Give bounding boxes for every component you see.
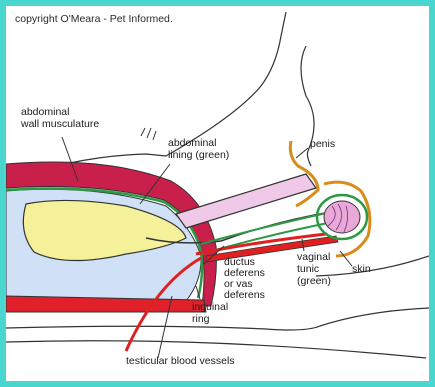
label-inguinal-line1: inguinal: [192, 301, 228, 313]
hair-tuft: [141, 128, 156, 140]
testis: [324, 201, 360, 233]
label-penis: penis: [310, 138, 335, 150]
label-ductus-line4: deferens: [224, 289, 265, 301]
anatomy-diagram: abdominal wall musculature abdominal lin…: [6, 6, 429, 381]
label-skin: skin: [352, 263, 371, 275]
label-vaginal-tunic-line2: tunic: [297, 263, 319, 275]
label-abdominal-wall-line1: abdominal: [21, 106, 69, 118]
label-abdominal-lining-line1: abdominal: [168, 137, 216, 149]
label-abdominal-lining-line2: lining (green): [168, 149, 229, 161]
label-vaginal-tunic-line3: (green): [297, 275, 331, 287]
leg-outline: [316, 256, 429, 276]
label-abdominal-wall-line2: wall musculature: [20, 118, 99, 130]
label-testicular-blood-vessels: testicular blood vessels: [126, 355, 235, 367]
label-inguinal-line2: ring: [192, 313, 210, 325]
body-outline: [6, 12, 286, 181]
label-vaginal-tunic-line1: vaginal: [297, 251, 330, 263]
